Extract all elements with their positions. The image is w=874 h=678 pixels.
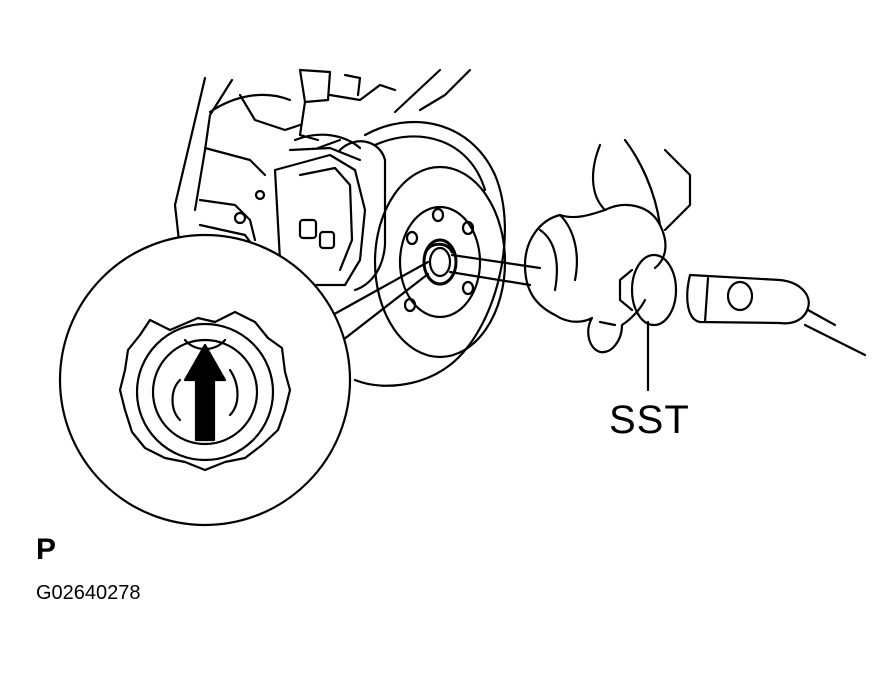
detail-inset [60,235,350,525]
hand [525,140,690,352]
figure-code-label: G02640278 [36,582,141,604]
sst-label: SST [609,398,690,442]
up-arrow-icon [185,345,225,440]
callout-pointer [320,262,428,350]
brake-disc [355,122,505,386]
axle-hub [400,207,480,317]
view-marker-label: P [36,533,57,566]
hammer [687,275,865,355]
suspension-frame [175,70,470,255]
sst-tool [450,255,676,325]
